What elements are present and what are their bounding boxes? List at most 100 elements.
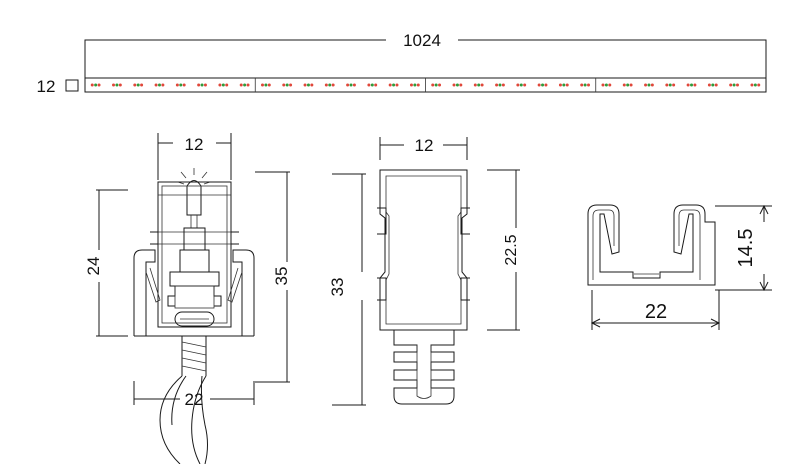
led-dot (587, 83, 591, 87)
front-total-height-dimension-line (332, 173, 366, 406)
led-dot (477, 83, 481, 87)
strip-end-cap (65, 79, 79, 92)
led-dot (260, 83, 264, 87)
led-dot (729, 83, 733, 87)
led-dot (431, 83, 435, 87)
led-dot (650, 83, 654, 87)
led-dot (480, 83, 484, 87)
led-dot (136, 83, 140, 87)
profile-u-channel (587, 204, 716, 286)
led-dot (221, 83, 225, 87)
front-connector-body (377, 169, 470, 331)
led-dot (714, 83, 718, 87)
led-dot (672, 83, 676, 87)
side-clip-width-label: 22 (185, 390, 204, 409)
led-dot (324, 83, 328, 87)
led-dot (112, 83, 116, 87)
side-total-height-dimension-line (255, 171, 290, 383)
led-dot (306, 83, 310, 87)
led-dot (455, 83, 459, 87)
profile-view: 14.5 22 (587, 204, 772, 330)
side-mounting-clip (133, 249, 255, 337)
led-dot (753, 83, 757, 87)
led-dot (686, 83, 690, 87)
led-dot (644, 83, 648, 87)
led-dot (438, 83, 442, 87)
front-connector-comb (393, 330, 455, 405)
led-dot (622, 83, 626, 87)
led-dot (225, 83, 229, 87)
led-dot (133, 83, 137, 87)
led-dot (583, 83, 587, 87)
led-dot (303, 83, 307, 87)
led-dot (203, 83, 207, 87)
led-dot (310, 83, 314, 87)
led-dot (218, 83, 222, 87)
led-dot (267, 83, 271, 87)
led-dot (693, 83, 697, 87)
led-dot (246, 83, 250, 87)
front-height-label: 22.5 (503, 234, 520, 265)
led-dot (690, 83, 694, 87)
led-dot (388, 83, 392, 87)
led-dot (580, 83, 584, 87)
front-height-dimension-line (487, 169, 520, 331)
led-dot (374, 83, 378, 87)
profile-height-dimension-line (715, 205, 772, 291)
led-dot (90, 83, 94, 87)
side-cable (159, 336, 208, 464)
led-dot (711, 83, 715, 87)
led-dot (516, 83, 520, 87)
led-dot (243, 83, 247, 87)
led-dot (392, 83, 396, 87)
led-dot (157, 83, 161, 87)
side-width-dimension-line (157, 133, 232, 180)
strip-segment-dividers (254, 78, 597, 92)
led-dot (179, 83, 183, 87)
led-dot (565, 83, 569, 87)
led-dot (352, 83, 356, 87)
led-dot (707, 83, 711, 87)
led-dot (370, 83, 374, 87)
led-bulb-icon (177, 168, 211, 228)
led-dot (757, 83, 761, 87)
front-width-dimension-line (379, 137, 468, 160)
led-dot (665, 83, 669, 87)
led-dot (750, 83, 754, 87)
led-dot (97, 83, 101, 87)
led-dot (541, 83, 545, 87)
side-connector-housing (150, 181, 239, 328)
led-dot (495, 83, 499, 87)
led-dot (434, 83, 438, 87)
led-dot (94, 83, 98, 87)
led-dot (115, 83, 119, 87)
led-dot (154, 83, 158, 87)
led-dot (289, 83, 293, 87)
led-dot (346, 83, 350, 87)
side-total-height-label: 35 (272, 267, 291, 286)
led-dot (239, 83, 243, 87)
profile-height-arrowheads (759, 204, 769, 292)
led-dot (349, 83, 353, 87)
led-dot (604, 83, 608, 87)
strip-led-dots (90, 83, 761, 87)
side-width-label: 12 (185, 135, 204, 154)
led-dot (558, 83, 562, 87)
led-dot (647, 83, 651, 87)
strip-height-label: 12 (37, 77, 56, 96)
led-dot (473, 83, 477, 87)
led-dot (523, 83, 527, 87)
led-dot (735, 83, 739, 87)
led-dot (452, 83, 456, 87)
led-dot (395, 83, 399, 87)
led-dot (501, 83, 505, 87)
strip-length-label: 1024 (403, 31, 441, 50)
led-strip-view: 1024 12 (37, 31, 767, 96)
led-dot (409, 83, 413, 87)
led-dot (668, 83, 672, 87)
front-total-height-label: 33 (328, 278, 347, 297)
led-dot (175, 83, 179, 87)
profile-height-label: 14.5 (735, 229, 757, 268)
led-dot (264, 83, 268, 87)
led-dot (608, 83, 612, 87)
